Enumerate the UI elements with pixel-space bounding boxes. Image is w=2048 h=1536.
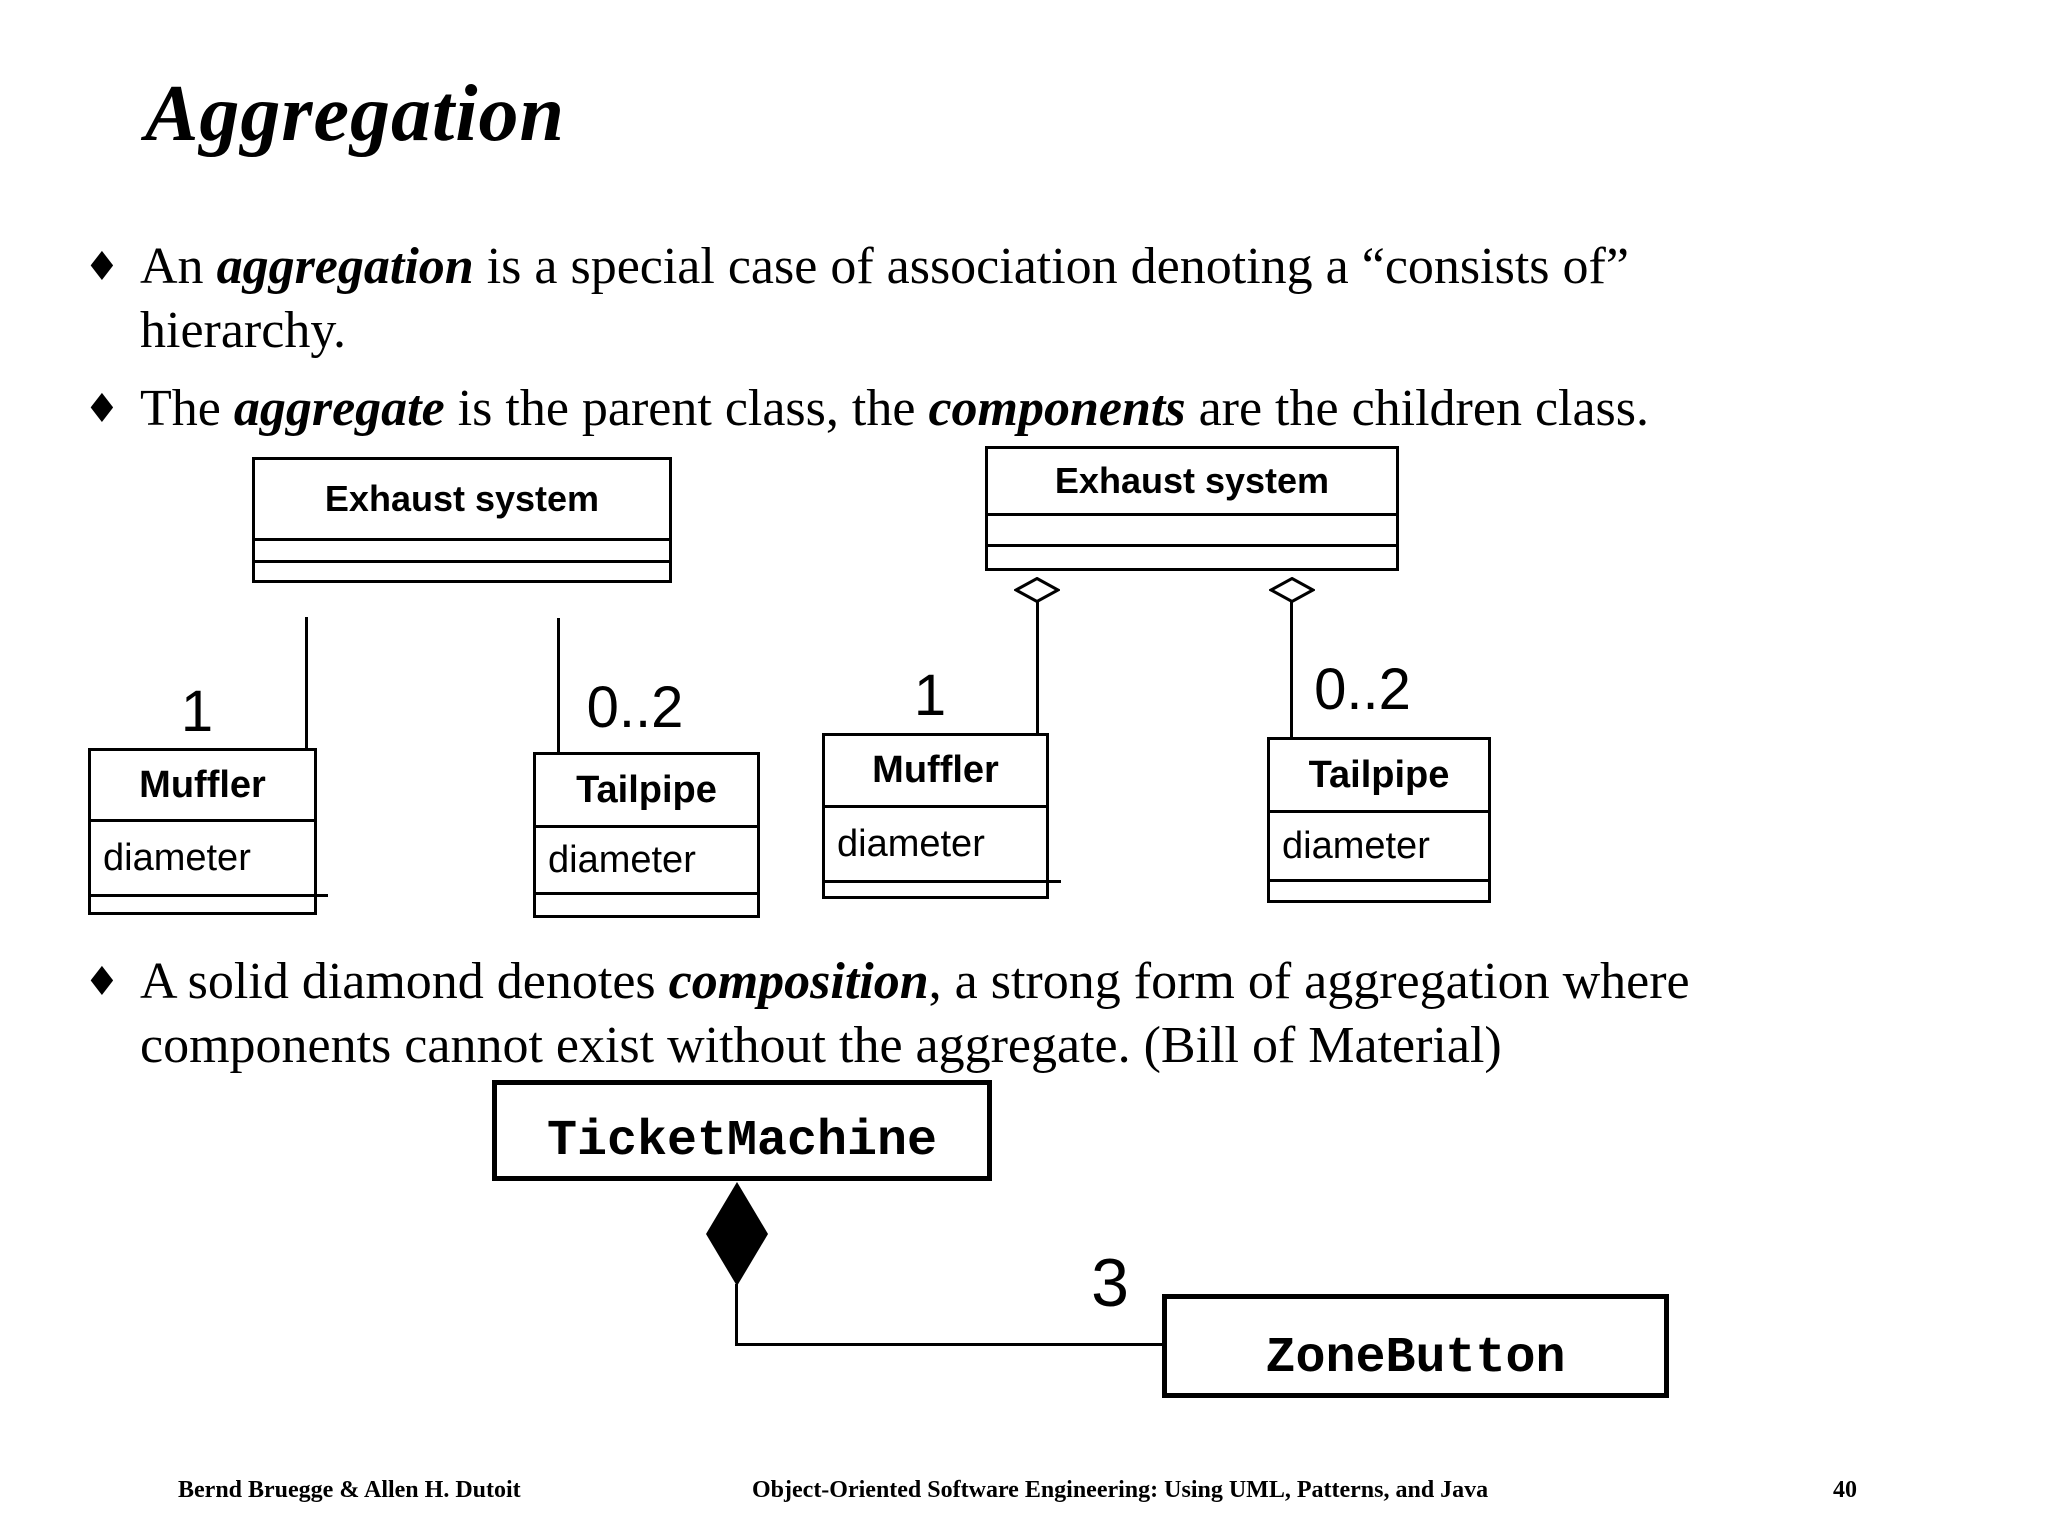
association-line (1036, 602, 1039, 733)
bullet-diamond-icon: ♦ (84, 244, 120, 290)
bullet-text: An (140, 238, 217, 295)
uml-class-muffler-left: Muffler diameter (88, 748, 317, 915)
class-name: Tailpipe (536, 755, 757, 828)
page-title: Aggregation (145, 70, 565, 158)
bullet-text: is the parent class, the (444, 380, 929, 437)
class-name: Tailpipe (1270, 740, 1488, 813)
uml-class-zonebutton: ZoneButton (1162, 1294, 1669, 1398)
bullet-text: are the children class. (1185, 380, 1650, 437)
bullet-text: A solid diamond denotes (140, 953, 669, 1010)
bullet-diamond-icon: ♦ (84, 386, 120, 432)
bullet-text: is a special case of association denotin… (473, 238, 1629, 295)
bullet-1-line-1: An aggregation is a special case of asso… (140, 235, 1629, 299)
class-attribute: diameter (1270, 813, 1488, 882)
class-operations-empty (1270, 882, 1488, 900)
uml-class-tailpipe-right: Tailpipe diameter (1267, 737, 1491, 903)
association-line (735, 1343, 1164, 1346)
bullet-text: components cannot exist without the aggr… (140, 1017, 1502, 1074)
aggregation-diamond-icon (1014, 577, 1060, 603)
multiplicity-label: 1 (180, 679, 214, 744)
aggregation-diamond-icon (1269, 577, 1315, 603)
line-overhang (315, 894, 328, 897)
multiplicity-label: 1 (913, 663, 947, 728)
class-operations-empty (988, 547, 1396, 568)
bullet-text-emphasis: composition (668, 953, 929, 1010)
class-name: ZoneButton (1265, 1330, 1566, 1387)
bullet-2-line-1: The aggregate is the parent class, the c… (140, 377, 1649, 441)
class-name: Exhaust system (255, 460, 669, 541)
association-line (305, 617, 308, 748)
uml-class-tailpipe-left: Tailpipe diameter (533, 752, 760, 918)
bullet-text: , a strong form of aggregation where (928, 953, 1690, 1010)
uml-class-exhaust-system-right: Exhaust system (985, 446, 1399, 571)
uml-class-ticketmachine: TicketMachine (492, 1080, 992, 1181)
class-operations-empty (536, 895, 757, 915)
association-line (735, 1284, 738, 1346)
class-name: Exhaust system (988, 449, 1396, 516)
class-name: Muffler (825, 736, 1046, 808)
footer-authors: Bernd Bruegge & Allen H. Dutoit (178, 1477, 521, 1503)
association-line (557, 618, 560, 752)
bullet-text-emphasis: components (928, 380, 1186, 437)
class-attributes-empty (988, 516, 1396, 547)
class-attribute: diameter (536, 828, 757, 895)
bullet-text: The (140, 380, 234, 437)
class-name: TicketMachine (546, 1113, 938, 1170)
class-operations-empty (825, 883, 1046, 896)
class-operations-empty (255, 563, 669, 580)
page-number: 40 (1833, 1477, 1857, 1503)
bullet-diamond-icon: ♦ (84, 959, 120, 1005)
footer-book-title: Object-Oriented Software Engineering: Us… (752, 1477, 1489, 1503)
composition-diamond-icon (706, 1182, 768, 1286)
bullet-3-line-2: components cannot exist without the aggr… (140, 1014, 1502, 1078)
multiplicity-label: 3 (1091, 1245, 1129, 1321)
class-attribute: diameter (825, 808, 1046, 883)
class-attribute: diameter (91, 822, 314, 897)
class-name: Muffler (91, 751, 314, 822)
bullet-text-emphasis: aggregate (233, 380, 445, 437)
association-line (1290, 602, 1293, 737)
bullet-1-line-2: hierarchy. (140, 299, 346, 363)
bullet-3-line-1: A solid diamond denotes composition, a s… (140, 950, 1690, 1014)
multiplicity-label: 0..2 (586, 675, 684, 740)
bullet-text-emphasis: aggregation (216, 238, 474, 295)
uml-class-exhaust-system-left: Exhaust system (252, 457, 672, 583)
class-attributes-empty (255, 541, 669, 563)
multiplicity-label: 0..2 (1314, 657, 1411, 722)
class-operations-empty (91, 897, 314, 912)
bullet-text: hierarchy. (140, 302, 346, 359)
line-overhang (1047, 880, 1061, 883)
uml-class-muffler-right: Muffler diameter (822, 733, 1049, 899)
